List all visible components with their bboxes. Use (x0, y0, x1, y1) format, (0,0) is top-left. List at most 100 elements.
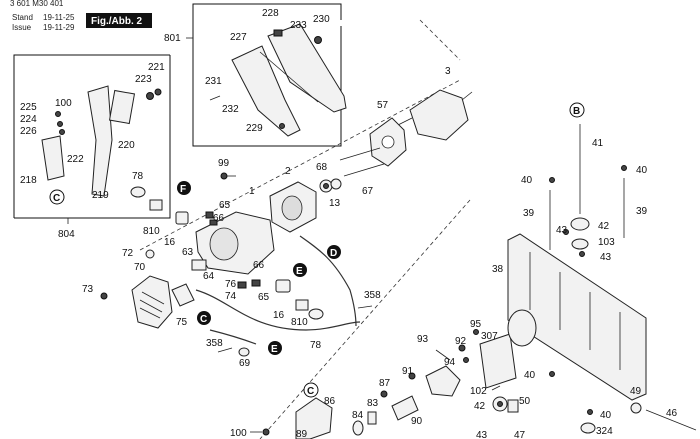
callout-1: 1 (249, 186, 255, 197)
pin-43a (563, 229, 569, 235)
shaft-90 (391, 395, 419, 421)
callout-66b: 66 (253, 260, 265, 271)
callout-87: 87 (379, 378, 391, 389)
ref-badge-C2-label: C (53, 193, 60, 204)
ref-badge-F-label: F (180, 184, 186, 195)
callout-221: 221 (148, 62, 165, 73)
ref-badge-C3 (303, 382, 319, 398)
guard-nut (279, 123, 285, 129)
figure-label: Fig./Abb. 2 (91, 16, 143, 27)
frame-boss (507, 309, 537, 347)
figure-badge (86, 13, 152, 28)
brush-holder-16b (275, 279, 291, 293)
callout-42b: 42 (474, 401, 486, 412)
blade-guard-right (267, 23, 347, 113)
box-804-frame-lower (14, 55, 171, 219)
callout-358a: 358 (364, 290, 381, 301)
armature-shaft-end (461, 91, 473, 101)
brush-65b (237, 281, 247, 289)
callout-223: 223 (135, 74, 152, 85)
callout-225: 225 (20, 102, 37, 113)
callout-219: 219 (92, 190, 109, 201)
ref-badge-D-label: D (330, 248, 337, 259)
callout-801: 801 (164, 33, 181, 44)
washer-324 (580, 422, 596, 434)
callout-74: 74 (225, 291, 237, 302)
stand-date: 19-11-25 (43, 13, 75, 22)
callout-57: 57 (377, 100, 389, 111)
screw-67a (339, 147, 381, 161)
callout-86: 86 (324, 396, 336, 407)
washer-94 (463, 357, 469, 363)
callout-91: 91 (402, 366, 414, 377)
callout-16b: 16 (273, 310, 285, 321)
callout-92: 92 (455, 336, 467, 347)
ref-badge-E2 (268, 341, 282, 355)
pin-224 (57, 121, 63, 127)
washer-223 (146, 92, 154, 100)
callout-220: 220 (118, 140, 135, 151)
clip-40a (549, 177, 555, 183)
switch-64 (191, 259, 207, 271)
callout-227: 227 (230, 32, 247, 43)
stator-bore (281, 195, 303, 221)
bracket-50 (507, 399, 519, 413)
callout-63: 63 (182, 247, 194, 258)
end-cover-vent3 (139, 307, 161, 319)
cable-d (299, 235, 357, 327)
pin-43b (579, 251, 585, 257)
plate-307 (479, 333, 517, 389)
callout-13: 13 (329, 198, 341, 209)
callout-46: 46 (666, 408, 678, 419)
end-cover-vent1 (141, 291, 165, 305)
callout-102: 102 (470, 386, 487, 397)
motor-housing-bore (209, 227, 239, 261)
box-801-frame (192, 3, 342, 38)
callout-804: 804 (58, 229, 75, 240)
callout-103: 103 (598, 237, 615, 248)
pin-100 (55, 111, 61, 117)
callout-324: 324 (596, 426, 613, 437)
screw-99-head (220, 172, 228, 180)
callout-73: 73 (82, 284, 94, 295)
pin-95 (473, 329, 479, 335)
issue-date: 19-11-29 (43, 23, 75, 32)
cam-93 (425, 365, 461, 397)
callout-39a: 39 (523, 208, 535, 219)
callout-69: 69 (239, 358, 251, 369)
callout-100: 100 (55, 98, 72, 109)
callout-43b: 43 (600, 252, 612, 263)
leader-93 (435, 349, 451, 361)
issue-label: Issue (12, 23, 32, 32)
callout-230: 230 (313, 14, 330, 25)
callout-16a: 16 (164, 237, 176, 248)
callout-76: 76 (225, 279, 237, 290)
clip-40b (621, 165, 627, 171)
ref-badge-B-label: B (573, 106, 580, 117)
callout-40c: 40 (524, 370, 536, 381)
assembly-axis-upper (139, 79, 461, 251)
callout-47: 47 (514, 430, 526, 439)
cap-78b (308, 308, 324, 320)
bearing-13 (330, 178, 342, 190)
collar-84 (352, 420, 364, 436)
ref-badge-E2-label: E (271, 344, 278, 355)
callout-99: 99 (218, 158, 230, 169)
callout-229: 229 (246, 123, 263, 134)
brush-holder-16a (175, 211, 189, 225)
cable-c-e (195, 289, 361, 331)
ref-badge-E1-label: E (296, 266, 303, 277)
pin-87 (380, 390, 388, 398)
spring-66b (251, 279, 261, 287)
callout-40b: 40 (636, 165, 648, 176)
callout-810a: 810 (143, 226, 160, 237)
ref-badge-C1-label: C (200, 314, 207, 325)
callout-810b: 810 (291, 317, 308, 328)
pin-226 (59, 129, 65, 135)
ref-badge-B (569, 102, 585, 118)
nut-83 (367, 411, 377, 425)
callout-307: 307 (481, 331, 498, 342)
baffle-hole (381, 135, 395, 149)
